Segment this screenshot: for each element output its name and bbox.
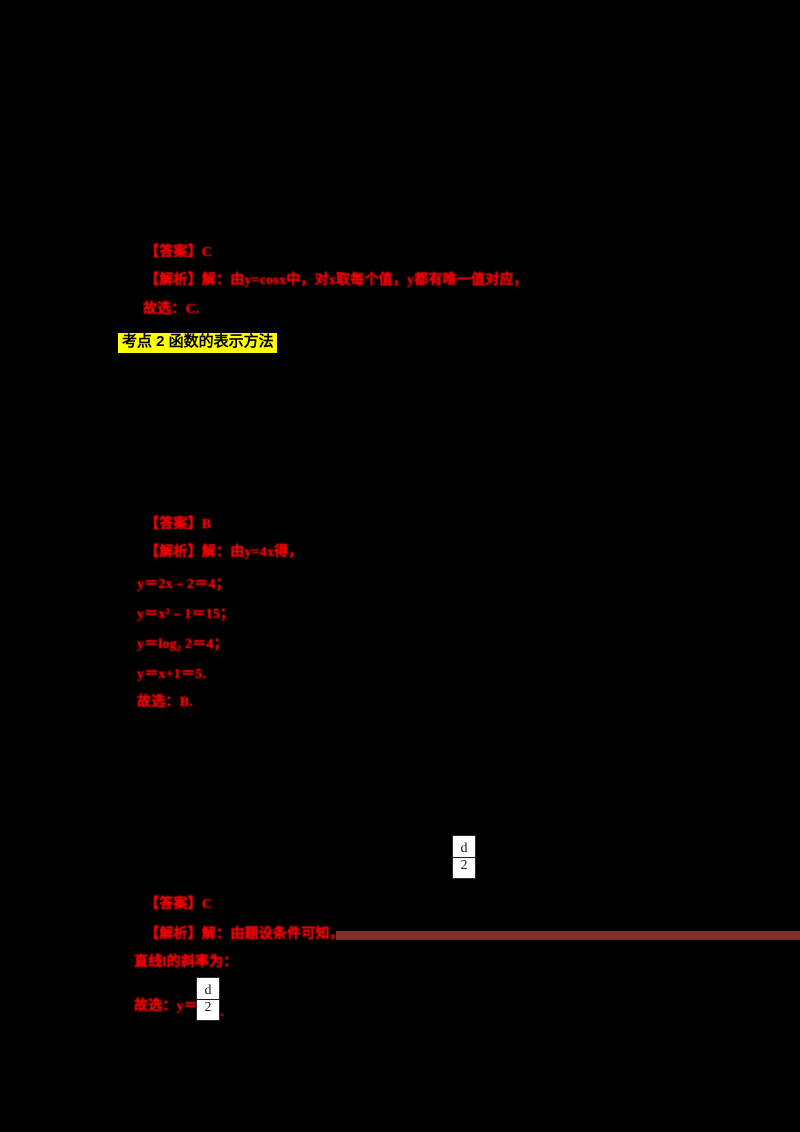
fraction-denominator: 2 xyxy=(204,999,212,1015)
option-a: y＝2x﹣2＝4； xyxy=(137,577,230,592)
equation-image-d-over-2-bottom[interactable]: d 2 xyxy=(196,977,220,1021)
block2-conclusion-line: 故选：B. xyxy=(137,695,193,710)
section-heading-key-point-2: 考点 2 函数的表示方法 xyxy=(118,333,277,353)
block3-extra-line: 直线l的斜率为： xyxy=(134,955,238,970)
block2-analysis-line: 【解析】解：由y=4x得， xyxy=(145,545,303,560)
horizontal-rule xyxy=(336,931,800,940)
equation-image-d-over-2-top[interactable]: d 2 xyxy=(452,835,476,879)
fraction-bar xyxy=(197,998,219,1000)
fraction-numerator: d xyxy=(204,982,212,998)
block3-answer-line: 【答案】C xyxy=(145,897,213,912)
option-c: y＝log₂ 2＝4； xyxy=(137,637,228,652)
option-b: y＝x²﹣1＝15； xyxy=(137,607,235,622)
block2-answer-line: 【答案】B xyxy=(145,517,212,532)
block3-analysis-line: 【解析】解：由题设条件可知， xyxy=(145,927,344,942)
fraction-denominator: 2 xyxy=(460,857,468,873)
fraction-bar xyxy=(453,856,475,858)
option-d: y＝x+1＝5. xyxy=(137,667,207,682)
block1-analysis-line: 【解析】解：由y=cosx中，对x取每个值，y都有唯一值对应， xyxy=(145,273,528,288)
block1-conclusion-line: 故选：C. xyxy=(143,302,200,317)
block3-conclusion-prefix: 故选：y＝ xyxy=(134,999,198,1014)
fraction-numerator: d xyxy=(460,840,468,856)
block3-conclusion-suffix: . xyxy=(220,1005,224,1020)
block1-answer-line: 【答案】C xyxy=(145,245,213,260)
